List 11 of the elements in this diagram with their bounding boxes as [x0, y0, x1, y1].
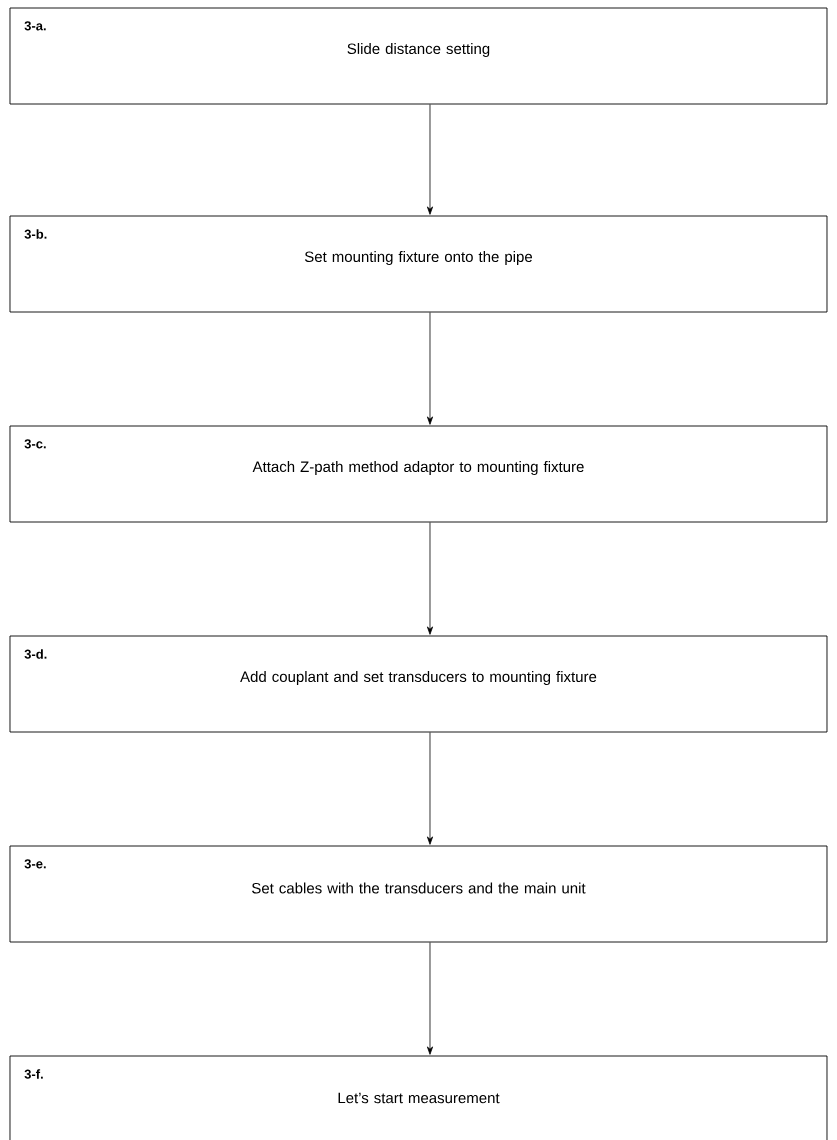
process-box: 3-d. Add couplant and set transducers to mounting fixture: [9, 635, 828, 733]
arrow: [427, 312, 433, 425]
process-box: 3-a. Slide distance setting: [9, 7, 828, 105]
process-box: 3-b. Set mounting fixture onto the pipe: [9, 215, 828, 313]
arrow: [427, 522, 433, 635]
process-box: 3-e. Set cables with the transducers and the main unit: [9, 845, 828, 943]
arrow: [427, 104, 433, 215]
process-box: 3-c. Attach Z-path method adaptor to mounting fixture: [9, 425, 828, 523]
arrow: [427, 732, 433, 845]
arrow: [427, 942, 433, 1055]
process-box: 3-f. Let’s start measurement: [9, 1055, 828, 1140]
